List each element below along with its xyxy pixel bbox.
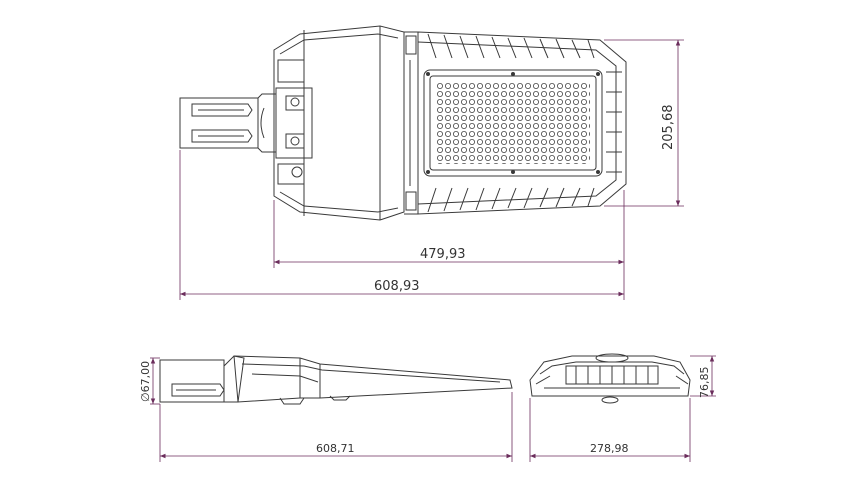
end-width-label: 278,98 xyxy=(590,442,629,455)
housing-neck xyxy=(404,31,419,215)
mounting-arm xyxy=(179,87,313,159)
led-panel xyxy=(423,69,603,177)
side-length-label: 608,71 xyxy=(316,442,355,455)
end-height-label: 76,85 xyxy=(698,367,711,399)
side-view-dimensions xyxy=(150,357,513,462)
top-height-label: 205,68 xyxy=(661,105,676,151)
side-mounting-arm xyxy=(159,355,245,403)
side-view xyxy=(159,355,513,405)
lamp-head xyxy=(417,31,627,215)
side-diameter-label: ∅67,00 xyxy=(139,361,152,402)
end-view-dimensions xyxy=(529,355,716,462)
end-top-cap xyxy=(595,353,629,363)
end-body xyxy=(529,355,691,397)
top-view xyxy=(179,25,627,221)
side-body xyxy=(233,355,513,405)
rear-housing xyxy=(273,25,405,221)
top-width-label: 479,93 xyxy=(420,247,466,262)
top-overall-label: 608,93 xyxy=(374,279,420,294)
top-view-dimensions xyxy=(179,39,684,300)
end-view xyxy=(529,353,691,404)
